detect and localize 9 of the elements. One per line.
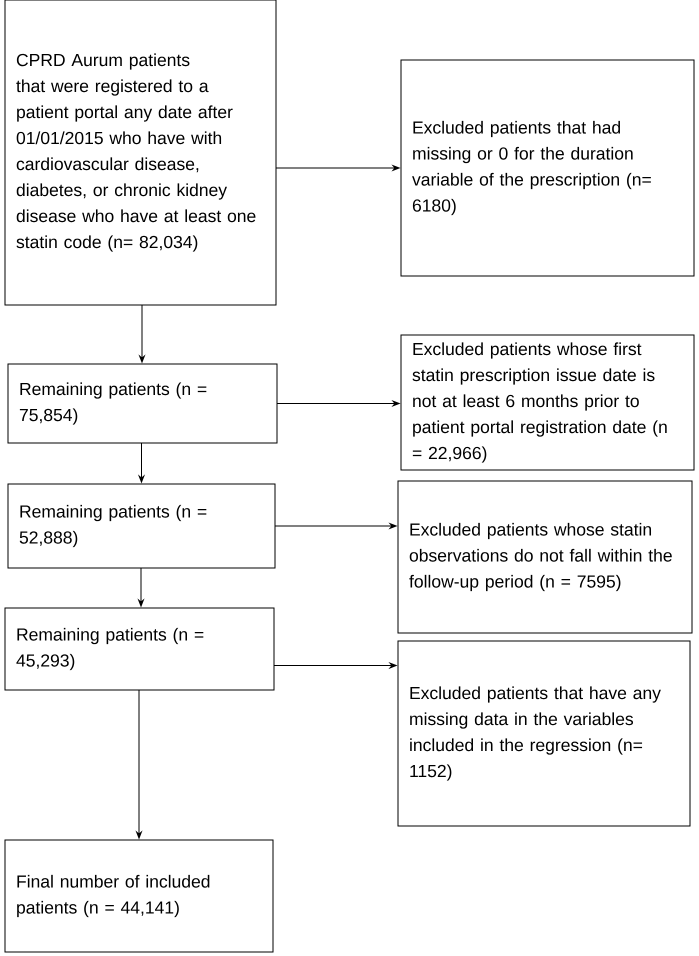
process-box: Excluded patients that have any missing data in the variables included in the regression (n= 1152) [398, 640, 690, 826]
process-box: Excluded patients whose first statin prescription issue date is not at least 6 months prior to patient portal registration date (n = 22,966) [400, 334, 694, 470]
process-box: Remaining patients (n = 52,888) [8, 484, 276, 568]
process-box: Remaining patients (n = 45,293) [4, 608, 274, 690]
process-box: CPRD Aurum patients that were registered to a patient portal any date after 01/01/2015 who have with cardiovascular disease, diabetes, or chronic kidney disease who have at least one statin code (n= 82,034) [4, 0, 276, 306]
process-box: Final number of included patients (n = 44,141) [4, 840, 274, 952]
process-box: Excluded patients that had missing or 0 for the duration variable of the prescription (n= 6180) [400, 60, 694, 276]
process-box: Remaining patients (n = 75,854) [8, 364, 278, 444]
process-box: Excluded patients whose statin observations do not fall within the follow-up period (n = 7595) [398, 480, 692, 634]
